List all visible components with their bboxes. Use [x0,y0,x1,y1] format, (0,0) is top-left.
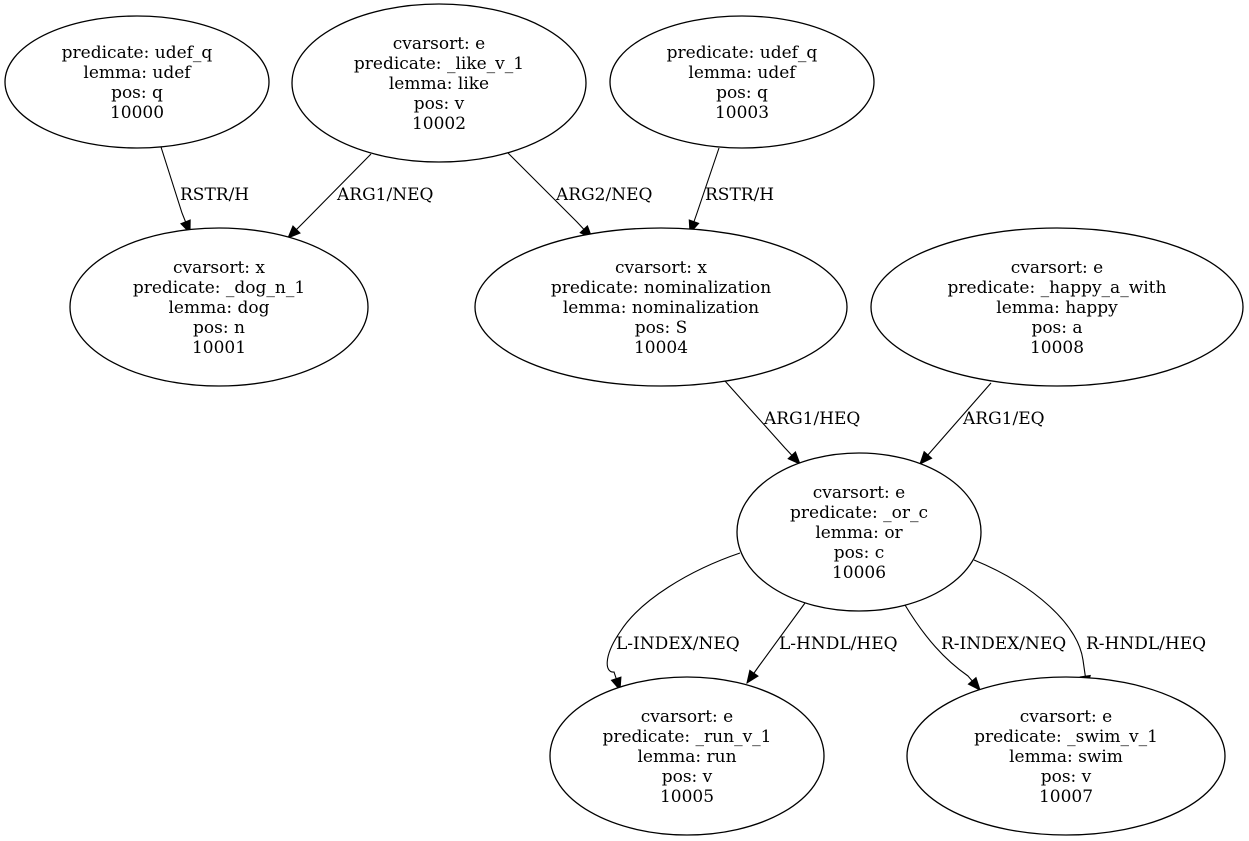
node-line: 10007 [1039,787,1093,807]
edge-line [904,604,981,691]
edges-layer: RSTR/H ARG1/NEQ ARG2/NEQ RSTR/H ARG1/HEQ ARG1… [160,146,1206,692]
node-line: 10004 [634,338,688,358]
arrowhead-icon [610,676,622,692]
node-ellipse [69,227,369,387]
arrowhead-icon [787,450,801,465]
node-line: cvarsort: e [393,34,486,54]
node-ellipse [870,227,1244,387]
node-line: predicate: _or_c [790,503,928,523]
edge-label: R-INDEX/NEQ [941,634,1066,654]
edge-10006-to-10005: L-HNDL/HEQ [746,602,898,685]
node-ellipse [474,227,848,387]
node-ellipse [291,3,587,163]
edge-line [973,559,1088,689]
node-line: lemma: swim [1009,747,1123,767]
node-line: 10003 [715,103,769,123]
node-line: lemma: udef [83,63,192,83]
node-line: predicate: _like_v_1 [354,54,524,74]
arrowhead-icon [746,669,759,685]
node-line: lemma: like [389,74,489,94]
edge-10002-to-10004: ARG2/NEQ [507,152,652,239]
node-line: pos: v [662,767,713,787]
node-line: lemma: or [815,523,903,543]
node-line: lemma: nominalization [563,298,759,318]
node-ellipse [549,676,825,836]
arrowhead-icon [919,450,933,465]
edge-10003-to-10004: RSTR/H [688,147,774,235]
edge-label: ARG1/NEQ [336,185,433,205]
edge-label: L-INDEX/NEQ [616,634,740,654]
node-line: predicate: udef_q [62,43,213,63]
node-line: 10006 [832,563,886,583]
node-line: pos: a [1031,318,1082,338]
node-line: pos: q [716,83,768,103]
edge-10002-to-10001: ARG1/NEQ [287,153,433,239]
node-line: predicate: _swim_v_1 [974,727,1158,747]
node-line: predicate: _dog_n_1 [133,278,305,298]
node-ellipse [906,676,1226,836]
node-line: pos: S [635,318,688,338]
edge-label: R-HNDL/HEQ [1086,634,1206,654]
edge-label: L-HNDL/HEQ [779,634,898,654]
edge-label: ARG2/NEQ [555,185,652,205]
node-line: 10005 [660,787,714,807]
node-line: cvarsort: e [1020,707,1113,727]
node-line: pos: n [193,318,245,338]
node-line: cvarsort: x [615,258,707,278]
node-line: lemma: dog [168,298,269,318]
node-ellipse [4,15,270,149]
node-line: lemma: run [637,747,736,767]
node-ellipse [609,15,875,149]
node-line: pos: v [1041,767,1092,787]
edge-label: ARG1/HEQ [763,409,860,429]
edge-10008-to-10006: ARG1/EQ [919,382,1045,465]
node-line: predicate: nominalization [551,278,771,298]
arrowhead-icon [287,225,301,239]
edge-10006-to-10007: R-HNDL/HEQ [973,559,1206,690]
edge-10004-to-10006: ARG1/HEQ [724,380,860,465]
node-line: predicate: _run_v_1 [602,727,771,747]
edge-label: ARG1/EQ [962,409,1045,429]
node-line: 10001 [192,338,246,358]
node-line: cvarsort: e [813,483,906,503]
edge-line [606,552,741,691]
node-line: pos: v [414,94,465,114]
node-line: cvarsort: e [641,707,734,727]
node-line: 10008 [1030,338,1084,358]
arrowhead-icon [967,676,981,691]
edge-10000-to-10001: RSTR/H [160,146,249,235]
edge-10006-to-10007: R-INDEX/NEQ [904,604,1066,691]
edge-10006-to-10005: L-INDEX/NEQ [606,552,741,692]
edge-label: RSTR/H [705,185,774,205]
node-line: 10000 [110,103,164,123]
node-line: pos: q [111,83,163,103]
node-line: predicate: udef_q [667,43,818,63]
edge-label: RSTR/H [180,185,249,205]
node-line: predicate: _happy_a_with [948,278,1167,298]
node-line: lemma: udef [688,63,797,83]
node-line: lemma: happy [996,298,1118,318]
node-ellipse [736,452,982,612]
node-line: cvarsort: x [173,258,265,278]
node-line: cvarsort: e [1011,258,1104,278]
node-line: pos: c [834,543,885,563]
node-line: 10002 [412,114,466,134]
